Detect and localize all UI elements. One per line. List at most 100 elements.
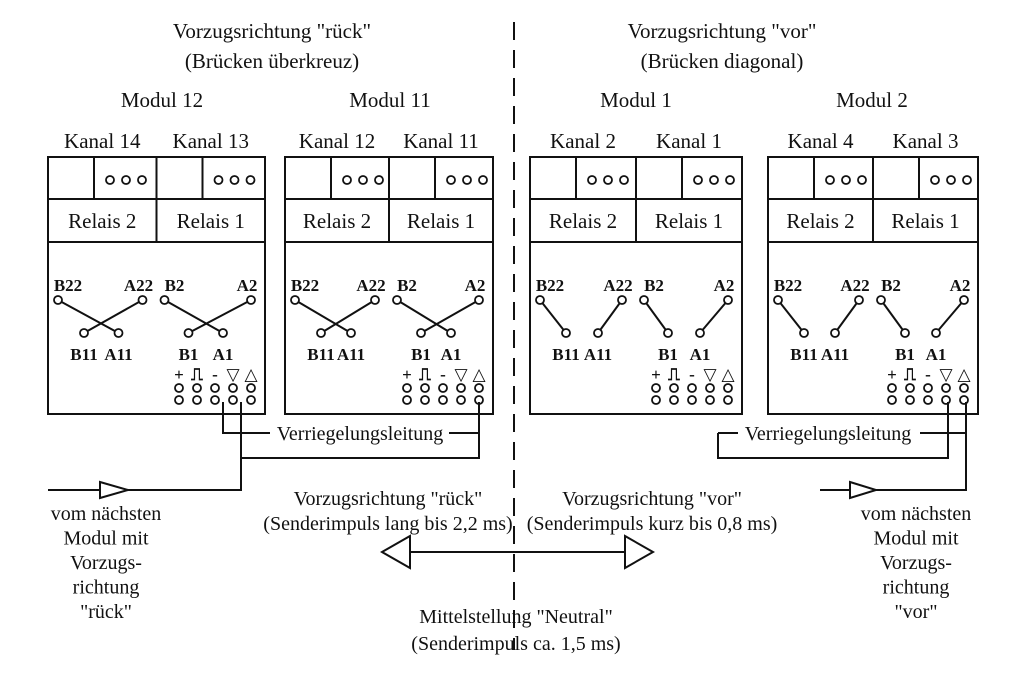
- relay-label: Relais 2: [303, 209, 371, 233]
- pin-label-bottom: B1: [658, 345, 678, 364]
- terminal-dot: [905, 383, 915, 393]
- left-title: Vorzugsrichtung "rück": [173, 19, 371, 43]
- pin-label-top: A2: [950, 276, 971, 295]
- bridge-wire: [164, 299, 224, 334]
- pin-terminal: [137, 295, 148, 305]
- terminal-symbol: △: [957, 365, 971, 384]
- pin-terminal: [159, 295, 170, 305]
- channel-label: Kanal 4: [788, 129, 854, 153]
- pin-terminal: [290, 295, 300, 305]
- channel-label: Kanal 13: [173, 129, 249, 153]
- channel-label: Kanal 1: [656, 129, 722, 153]
- terminal-symbol: ⎍: [668, 365, 680, 384]
- terminal-symbol: -: [689, 365, 695, 384]
- terminal-symbol: ▽: [226, 365, 240, 384]
- bridge-wire: [57, 299, 119, 334]
- relay-label: Relais 1: [177, 209, 245, 233]
- pin-label-bottom: B1: [895, 345, 915, 364]
- pin-terminal: [663, 328, 673, 338]
- bridge-wire: [935, 299, 965, 334]
- terminal-dot: [723, 383, 733, 393]
- led-dot: [825, 175, 835, 185]
- terminal-dot: [210, 383, 220, 393]
- left-input-arrow: [48, 480, 132, 500]
- pin-terminal: [370, 295, 380, 305]
- terminal-dot: [651, 395, 661, 405]
- terminal-symbol: -: [440, 365, 446, 384]
- pin-label-bottom: A1: [441, 345, 462, 364]
- pin-label-top: B2: [165, 276, 185, 295]
- terminal-dot: [723, 395, 733, 405]
- input-label-line: Vorzugs-: [70, 552, 142, 574]
- back-label-2: (Senderimpuls lang bis 2,2 ms): [263, 513, 512, 535]
- pin-terminal: [830, 328, 840, 338]
- pin-label-top: B22: [774, 276, 802, 295]
- pin-label-top: A22: [840, 276, 869, 295]
- bridge-wire: [188, 299, 252, 334]
- pin-label-bottom: A1: [690, 345, 711, 364]
- pin-terminal: [346, 328, 356, 338]
- bridge-wire: [294, 299, 352, 334]
- terminal-dot: [923, 395, 933, 405]
- led-dot: [121, 175, 131, 185]
- pin-terminal: [416, 328, 426, 338]
- terminal-dot: [456, 383, 466, 393]
- pin-terminal: [931, 328, 941, 338]
- right-subtitle: (Brücken diagonal): [641, 49, 804, 73]
- led-dot: [693, 175, 703, 185]
- module-name: Modul 1: [600, 88, 672, 112]
- led-dot: [725, 175, 735, 185]
- pin-label-top: A22: [603, 276, 632, 295]
- terminal-dot: [941, 383, 951, 393]
- pin-label-top: A22: [124, 276, 153, 295]
- terminal-symbol: △: [472, 365, 486, 384]
- bridge-wire: [643, 299, 669, 334]
- pin-terminal: [446, 328, 456, 338]
- terminal-dot: [887, 395, 897, 405]
- terminal-dot: [887, 383, 897, 393]
- pin-terminal: [639, 295, 649, 305]
- pin-terminal: [316, 328, 326, 338]
- bridge-wire: [777, 299, 805, 334]
- input-label-line: richtung: [73, 577, 140, 599]
- terminal-dot: [905, 395, 915, 405]
- terminal-symbol: △: [244, 365, 258, 384]
- led-dot: [213, 175, 224, 185]
- relay-label: Relais 1: [655, 209, 723, 233]
- forward-label-1: Vorzugsrichtung "vor": [562, 488, 742, 510]
- neutral-label-2: (Senderimpuls ca. 1,5 ms): [411, 633, 620, 655]
- input-label-line: vom nächsten: [51, 503, 162, 525]
- pin-label-top: A2: [465, 276, 486, 295]
- terminal-dot: [228, 383, 238, 393]
- input-label-line: richtung: [883, 577, 950, 599]
- input-label-line: Modul mit: [873, 528, 958, 550]
- interlock-wiring: [128, 402, 967, 491]
- led-dot: [946, 175, 956, 185]
- module-name: Modul 11: [349, 88, 430, 112]
- led-dot: [374, 175, 384, 185]
- pin-label-bottom: A1: [926, 345, 947, 364]
- pin-terminal: [876, 295, 886, 305]
- bridge-wire: [699, 299, 729, 334]
- terminal-dot: [705, 383, 715, 393]
- pin-label-top: B2: [397, 276, 417, 295]
- led-dot: [857, 175, 867, 185]
- interlock-label-right: Verriegelungsleitung: [745, 423, 912, 445]
- terminal-dot: [959, 383, 969, 393]
- terminal-symbol: ⎍: [904, 365, 916, 384]
- pin-terminal: [79, 328, 89, 338]
- terminal-symbol: ⎍: [419, 365, 431, 384]
- pin-label-top: B22: [291, 276, 319, 295]
- terminal-symbol: ▽: [939, 365, 953, 384]
- terminal-symbol: +: [651, 365, 661, 384]
- terminal-dot: [687, 395, 697, 405]
- led-dot: [105, 175, 115, 185]
- channel-label: Kanal 12: [299, 129, 375, 153]
- led-dot: [245, 175, 256, 185]
- module-name: Modul 2: [836, 88, 908, 112]
- bridge-wire: [396, 299, 452, 334]
- pin-terminal: [53, 295, 63, 305]
- pin-terminal: [535, 295, 545, 305]
